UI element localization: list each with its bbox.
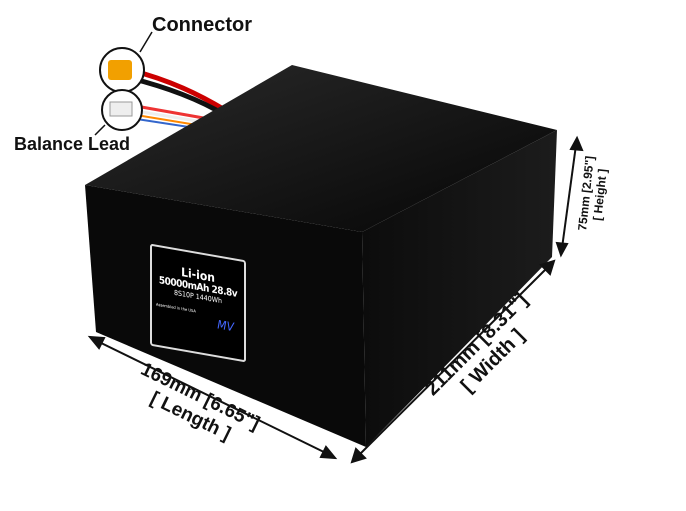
height-dimension-arrow	[555, 135, 584, 258]
battery-top-face	[85, 65, 557, 232]
width-dimension-arrow	[350, 259, 556, 464]
battery-label: Li-ion 50000mAh 28.8v 8S10P 1440Wh Assem…	[150, 243, 246, 363]
xt-connector	[108, 60, 132, 80]
length-dimension-arrow	[87, 335, 338, 460]
battery-right-face	[362, 130, 557, 447]
connector-label: Connector	[152, 14, 252, 36]
balance-plug	[109, 101, 133, 117]
balance-lead-label: Balance Lead	[14, 134, 131, 154]
